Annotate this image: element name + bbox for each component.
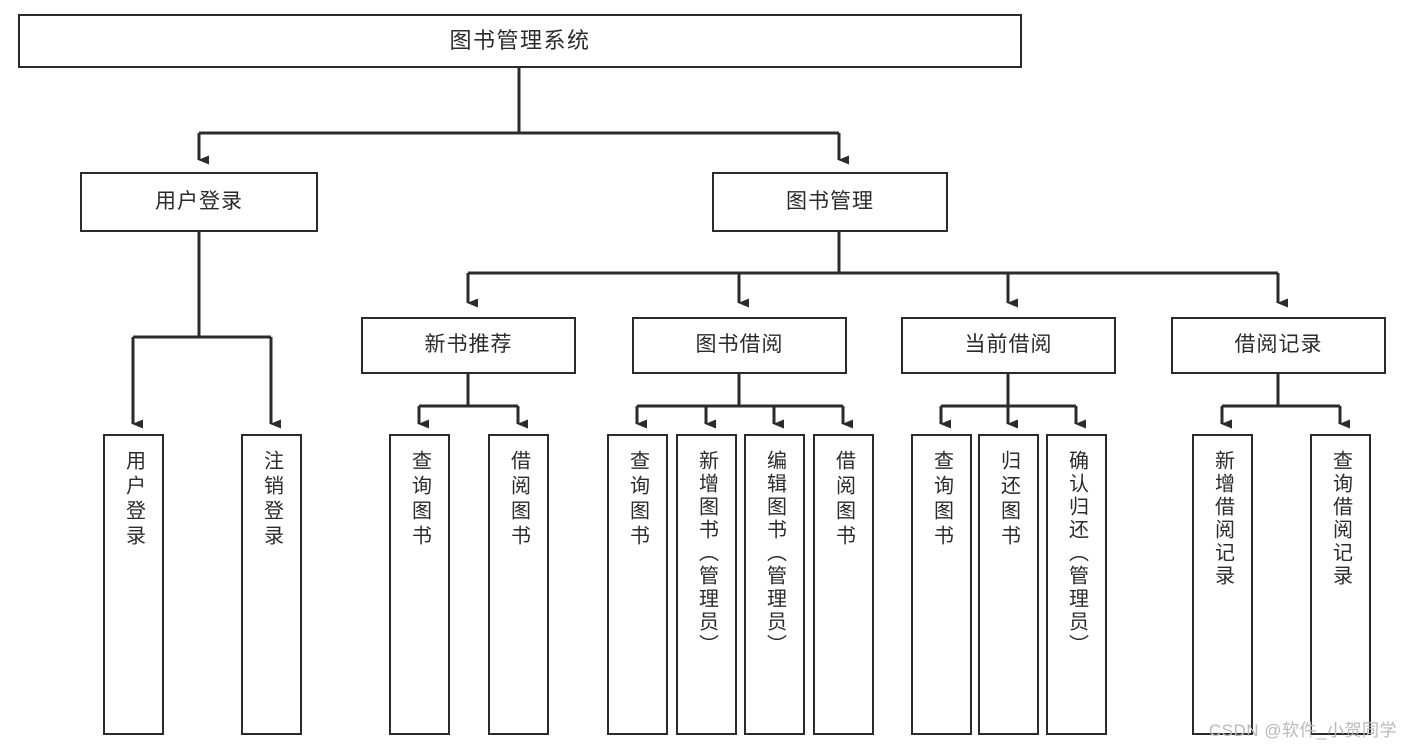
node-book-management-label: 图书管理	[786, 189, 874, 213]
leaf-logout-label: 注销登录	[260, 450, 283, 550]
node-book-management[interactable]: 图书管理	[712, 172, 948, 232]
leaf-query-borrow-record[interactable]: 查询借阅记录	[1310, 434, 1371, 735]
node-user-login[interactable]: 用户登录	[80, 172, 318, 232]
leaf-query-book-current[interactable]: 查询图书	[911, 434, 972, 735]
leaf-query-borrow-record-label: 查询借阅记录	[1329, 450, 1352, 588]
leaf-user-login-label: 用户登录	[122, 450, 145, 550]
leaf-confirm-return-admin-label: 确认归还（管理员）	[1065, 450, 1088, 657]
leaf-query-book-new-rec[interactable]: 查询图书	[389, 434, 450, 735]
leaf-add-borrow-record[interactable]: 新增借阅记录	[1192, 434, 1253, 735]
node-book-borrow-label: 图书借阅	[695, 333, 784, 357]
node-borrow-record-label: 借阅记录	[1234, 333, 1323, 357]
leaf-confirm-return-admin[interactable]: 确认归还（管理员）	[1046, 434, 1107, 735]
leaf-edit-book-admin[interactable]: 编辑图书（管理员）	[744, 434, 805, 735]
leaf-borrow-book-borrow[interactable]: 借阅图书	[813, 434, 874, 735]
node-borrow-record[interactable]: 借阅记录	[1171, 317, 1386, 374]
leaf-query-book-current-label: 查询图书	[930, 450, 953, 550]
leaf-add-book-admin-label: 新增图书（管理员）	[695, 450, 718, 657]
node-new-book-recommendation-label: 新书推荐	[424, 333, 513, 357]
csdn-watermark: CSDN @软件_小贺同学	[1208, 721, 1397, 740]
leaf-user-login[interactable]: 用户登录	[103, 434, 164, 735]
leaf-return-book[interactable]: 归还图书	[978, 434, 1039, 735]
leaf-borrow-book-new-rec[interactable]: 借阅图书	[488, 434, 549, 735]
node-current-borrow-label: 当前借阅	[964, 333, 1053, 357]
node-current-borrow[interactable]: 当前借阅	[901, 317, 1116, 374]
leaf-add-book-admin[interactable]: 新增图书（管理员）	[676, 434, 737, 735]
node-root-book-management-system[interactable]: 图书管理系统	[18, 14, 1022, 68]
leaf-add-borrow-record-label: 新增借阅记录	[1211, 450, 1234, 588]
leaf-return-book-label: 归还图书	[997, 450, 1020, 550]
leaf-borrow-book-new-rec-label: 借阅图书	[507, 450, 530, 550]
node-user-login-label: 用户登录	[155, 189, 243, 213]
leaf-query-book-new-rec-label: 查询图书	[408, 450, 431, 550]
node-new-book-recommendation[interactable]: 新书推荐	[361, 317, 576, 374]
node-root-label: 图书管理系统	[449, 28, 591, 54]
leaf-query-book-borrow[interactable]: 查询图书	[607, 434, 668, 735]
leaf-query-book-borrow-label: 查询图书	[626, 450, 649, 550]
leaf-logout[interactable]: 注销登录	[241, 434, 302, 735]
node-book-borrow[interactable]: 图书借阅	[632, 317, 847, 374]
leaf-edit-book-admin-label: 编辑图书（管理员）	[763, 450, 786, 657]
leaf-borrow-book-borrow-label: 借阅图书	[832, 450, 855, 550]
